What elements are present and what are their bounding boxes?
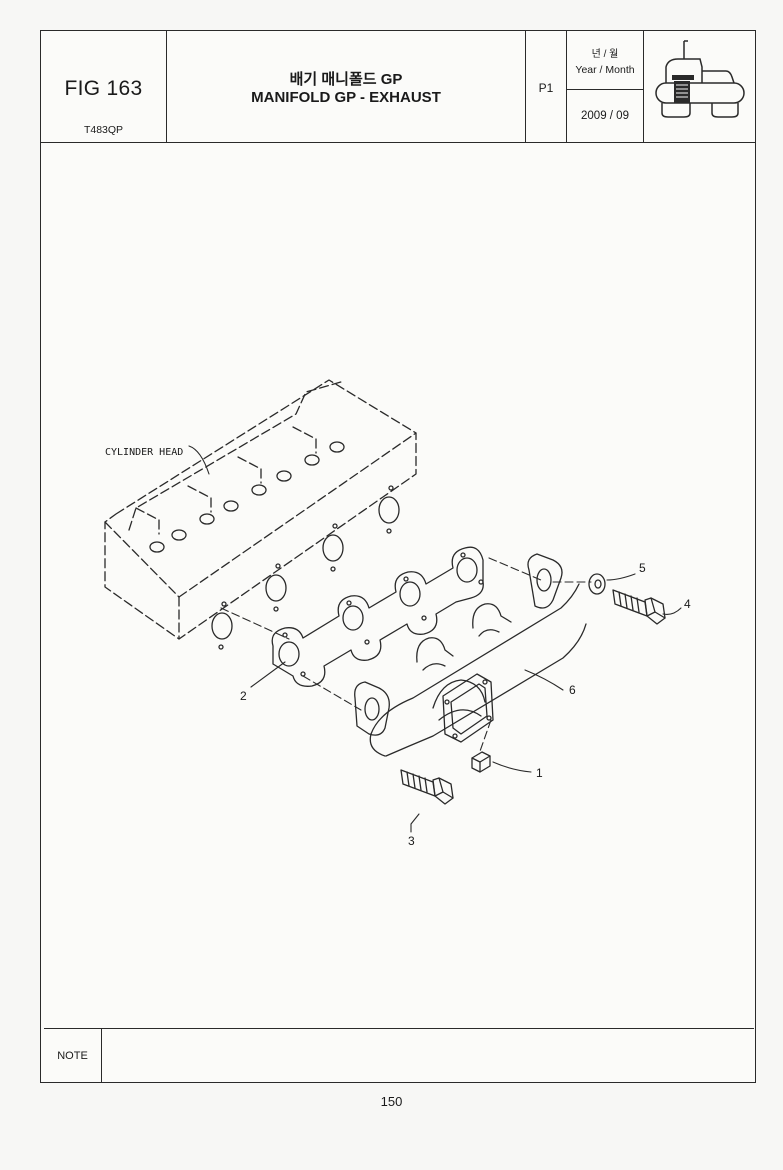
manifold-bolt-upper (612, 589, 666, 625)
title-block: FIG 163 T483QP 배기 매니폴드 GP MANIFOLD GP - … (41, 31, 755, 143)
cylinder-head (104, 379, 417, 640)
figure-code: T483QP (83, 124, 124, 136)
callout-5: 5 (639, 561, 646, 575)
head-exhaust-ports (211, 485, 400, 650)
cylinder-head-label: CYLINDER HEAD (105, 447, 183, 458)
page-frame: FIG 163 T483QP 배기 매니폴드 GP MANIFOLD GP - … (40, 30, 756, 1083)
title-korean: 배기 매니폴드 GP (289, 71, 403, 88)
manifold-gasket (271, 546, 484, 687)
leader-lines (188, 445, 682, 833)
callout-6: 6 (569, 683, 576, 697)
flange-nut (471, 751, 491, 773)
figure-cell: FIG 163 T483QP (41, 31, 167, 142)
note-row: NOTE (44, 1028, 754, 1082)
flat-washer (588, 573, 606, 595)
manifold-bolt-lower (400, 769, 454, 805)
callout-4: 4 (684, 597, 691, 611)
page-cell: P1 (526, 31, 567, 142)
date-cell: 년 / 월 Year / Month 2009 / 09 (567, 31, 644, 142)
tractor-engine-icon (655, 40, 745, 118)
alignment-lines (220, 557, 592, 755)
exploded-parts-diagram: CYLINDER HEAD 1 2 3 4 5 6 (104, 379, 691, 848)
callout-1: 1 (536, 766, 543, 780)
callout-3: 3 (408, 834, 415, 848)
callout-2: 2 (240, 689, 247, 703)
exhaust-manifold (354, 553, 587, 757)
date-label-korean: 년 / 월 (591, 49, 619, 60)
page-label: P1 (538, 81, 554, 95)
date-label-box: 년 / 월 Year / Month (567, 31, 643, 90)
icon-cell (644, 31, 755, 142)
page-number: 150 (380, 1094, 403, 1109)
date-label-english: Year / Month (575, 64, 635, 76)
date-value: 2009 / 09 (581, 110, 629, 122)
title-english: MANIFOLD GP - EXHAUST (251, 89, 441, 106)
figure-number: FIG 163 (64, 77, 143, 100)
head-top-holes (149, 441, 345, 553)
title-cell: 배기 매니폴드 GP MANIFOLD GP - EXHAUST (167, 31, 526, 142)
note-label: NOTE (44, 1029, 102, 1082)
